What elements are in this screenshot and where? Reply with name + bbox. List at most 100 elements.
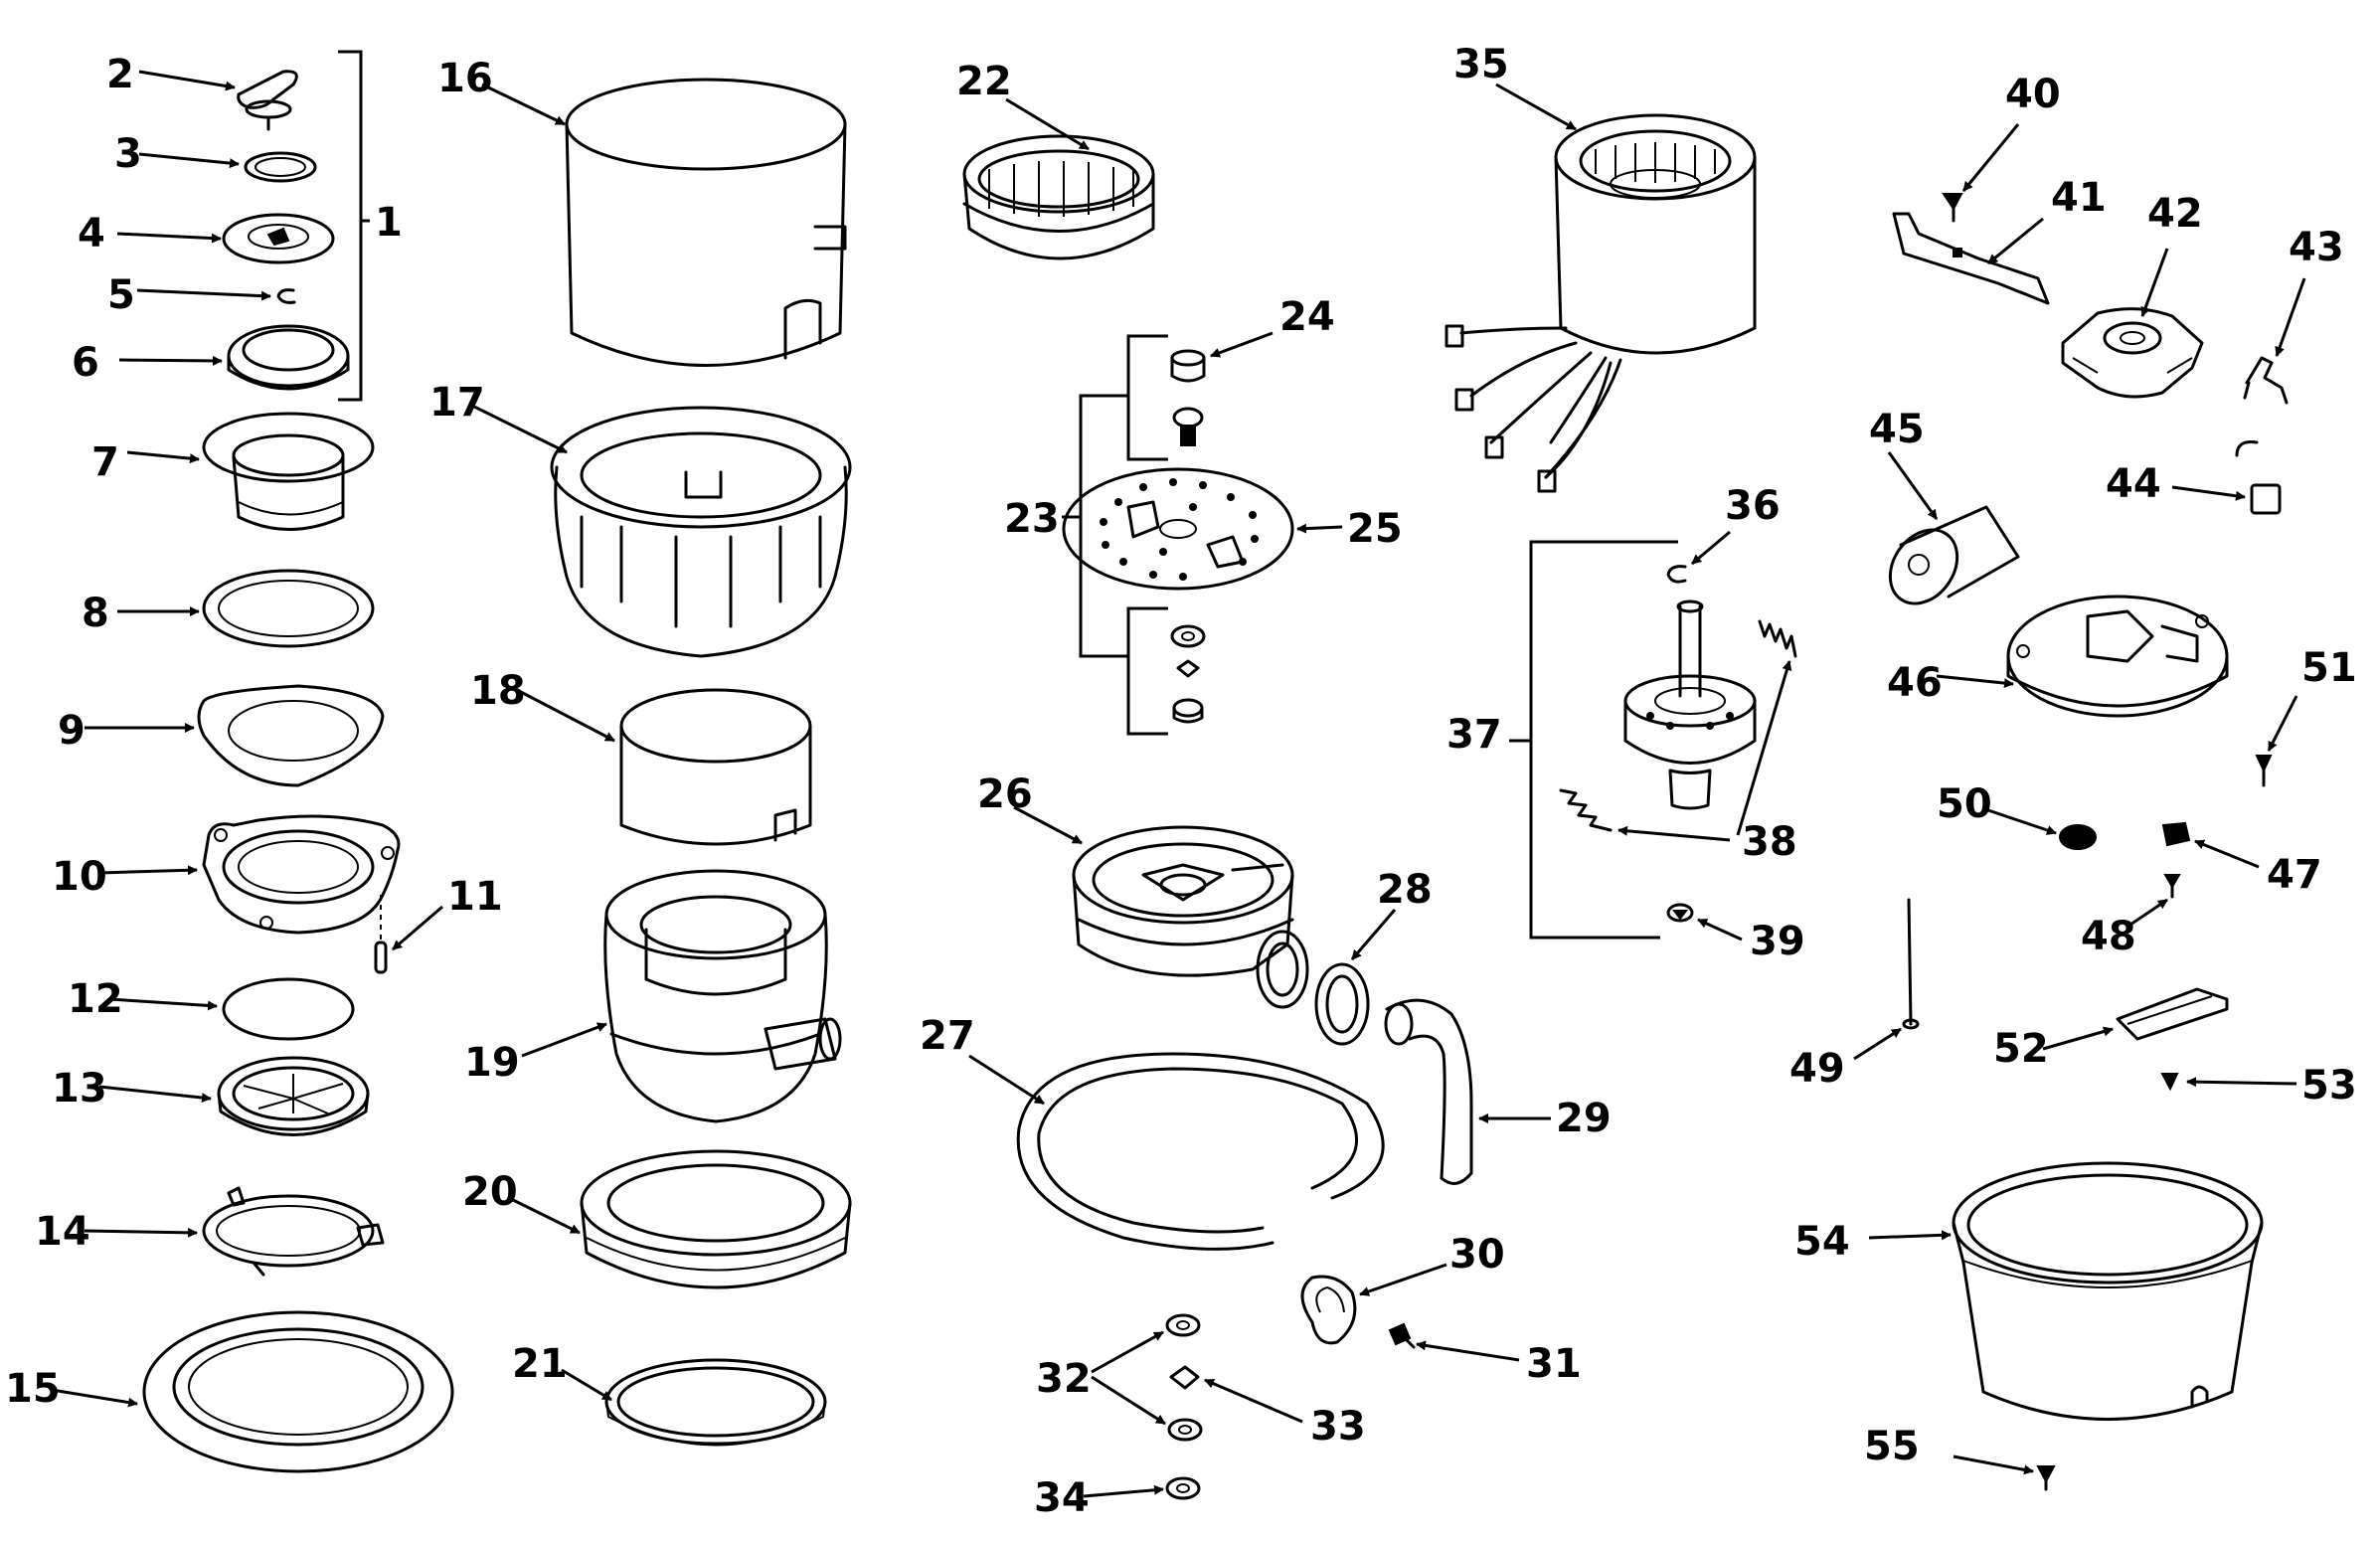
part-23-nut [1172,698,1204,724]
part-18-sleeve [619,688,812,846]
callout-10: 10 [52,854,107,900]
part-26-grinding-chamber [1072,825,1294,977]
part-20-ring [580,1149,852,1289]
part-8-gasket [202,569,375,648]
part-24-lug [1170,349,1206,383]
part-15-gasket [142,1310,454,1473]
leader-49 [1853,1027,1902,1061]
part-24-rivet [1172,407,1204,446]
part-35-stator [1554,113,1757,355]
part-32-washer-bottom [1167,1418,1203,1442]
leader-lines [51,70,2306,1498]
callout-labels: 2 3 4 5 6 1 7 8 9 10 11 12 13 14 15 16 1… [5,42,2357,1521]
leader-22 [1005,97,1090,151]
part-22-shredder-ring [962,134,1155,260]
leader-20 [508,1196,581,1235]
part-55-screw [2036,1465,2056,1491]
part-30-clamp [1300,1275,1357,1345]
callout-40: 40 [2005,72,2061,117]
part-29-tailpipe [1384,998,1473,1185]
callout-6: 6 [72,340,99,386]
leader-33 [1204,1378,1303,1424]
leader-13 [98,1085,212,1104]
part-52-cover-plate [2116,987,2229,1041]
part-31-screw [1388,1322,1416,1349]
leader-17 [471,404,568,454]
part-38-spring-lower [1559,788,1613,832]
callout-28: 28 [1377,867,1433,913]
part-43-contact [2243,356,2289,405]
bracket-part-24 [1126,334,1168,461]
part-39-nut [1666,903,1694,923]
part-51-screw [2255,755,2273,787]
leader-39 [1697,918,1743,942]
callout-23: 23 [1004,496,1060,542]
leader-36 [1691,530,1731,566]
callout-15: 15 [5,1366,61,1412]
callout-36: 36 [1725,483,1781,529]
part-25-turntable [1062,467,1294,591]
leader-46 [1936,674,2014,689]
callout-34: 34 [1034,1475,1090,1521]
leader-40 [1961,123,2020,192]
leader-51 [2267,695,2298,752]
callout-48: 48 [2081,914,2136,959]
callout-8: 8 [82,591,109,636]
part-21-ring [604,1358,827,1447]
part-23-insert [1176,659,1200,678]
callout-7: 7 [91,439,119,485]
callout-17: 17 [429,380,485,426]
bracket-part-1 [338,50,370,402]
part-35-wire-leads [1445,324,1622,493]
part-2-stopper [237,70,298,131]
callout-21: 21 [512,1341,568,1387]
leader-14 [84,1227,198,1238]
part-28-gasket [1314,962,1370,1046]
part-50-cap [2059,824,2097,850]
part-46-end-bell [2006,595,2229,718]
leader-16 [481,83,566,126]
part-14-mounting-ring [202,1186,385,1277]
part-54-lower-housing [1952,1161,2264,1421]
callout-20: 20 [462,1169,518,1215]
leader-4 [116,232,222,244]
leader-10 [98,865,198,876]
callout-13: 13 [52,1066,107,1112]
callout-11: 11 [447,874,503,920]
callout-9: 9 [58,708,85,754]
callout-30: 30 [1449,1232,1505,1278]
part-7-flange [202,412,375,531]
callout-39: 39 [1750,919,1805,964]
part-23-washer [1170,624,1206,648]
part-19-hopper [603,869,842,1123]
bracket-part-23 [1062,394,1128,658]
callout-16: 16 [437,56,493,101]
callout-3: 3 [114,131,142,177]
leader-41 [1987,217,2044,265]
part-4-flange-cover [222,213,335,264]
part-34-nut [1165,1476,1201,1500]
leader-35 [1495,83,1577,131]
part-9-fiber-gasket [197,684,385,787]
callout-24: 24 [1279,294,1335,340]
leader-54 [1868,1230,1952,1241]
callout-43: 43 [2289,225,2344,270]
part-40-screw [1942,193,1963,223]
leader-18 [518,689,615,743]
bracket-part-23-lower [1126,606,1168,736]
part-53-screw [2160,1073,2179,1092]
leader-24 [1210,331,1274,358]
leader-26 [1013,805,1083,845]
callout-32: 32 [1036,1356,1092,1402]
callout-27: 27 [920,1013,975,1059]
leader-7 [126,450,200,464]
callout-4: 4 [78,211,105,257]
callout-55: 55 [1864,1424,1920,1469]
callout-46: 46 [1887,660,1943,706]
part-33-insert [1169,1365,1200,1390]
leader-38a [1736,660,1792,836]
part-27-gasket [1016,1052,1385,1251]
callout-31: 31 [1526,1341,1582,1387]
part-47-clip [2161,821,2191,847]
